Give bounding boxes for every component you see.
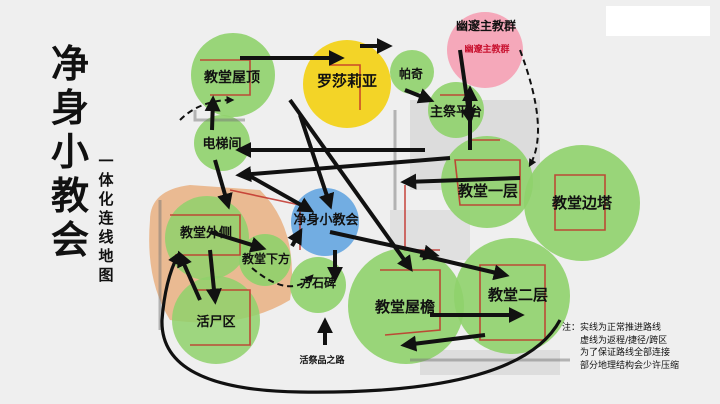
label-eaves: 教堂屋檐	[374, 298, 435, 316]
note-line: 部分地理结构会少许压缩	[580, 360, 680, 371]
label-haunted-sub: 幽邃主教群	[464, 43, 509, 55]
entry-label: 活祭品之路	[299, 354, 345, 366]
area-corpse	[172, 276, 260, 364]
grey-corridors	[158, 110, 570, 362]
label-outside: 教堂外侧	[179, 225, 232, 241]
label-church: 净身小教会	[293, 212, 359, 228]
area-floor2	[454, 238, 570, 354]
note-line: 注：实线为正常推进路线	[562, 323, 662, 333]
label-corpse: 活尸区	[196, 314, 235, 330]
area-circles	[165, 12, 640, 364]
area-eaves	[348, 248, 464, 364]
area-haunted	[447, 12, 523, 88]
area-pacco	[390, 50, 434, 94]
label-rosaria: 罗莎莉亚	[317, 72, 377, 90]
label-floor1: 教堂一层	[457, 182, 518, 200]
label-below: 教堂下方	[241, 251, 290, 266]
blank-panel	[606, 6, 710, 36]
map-subtitle: 一体化连线地图	[98, 152, 114, 284]
label-elevator: 电梯间	[202, 136, 241, 152]
note-line: 虚线为返程/捷径/跨区	[580, 335, 668, 346]
dashed-arrows	[179, 49, 539, 288]
area-tower	[524, 145, 640, 261]
legend-note: 注：实线为正常推进路线 虚线为返程/捷径/跨区 为了保证路线全部连接 部分地理结…	[562, 322, 679, 372]
label-haunted: 幽邃主教群	[456, 18, 516, 33]
label-floor2: 教堂二层	[487, 286, 548, 304]
note-line: 为了保证路线全部连接	[580, 348, 671, 358]
map-title: 净身小教会	[50, 42, 89, 262]
label-altar: 主祭平台	[430, 104, 482, 120]
label-stele: 方石碑	[300, 275, 336, 290]
label-roof: 教堂屋顶	[204, 69, 260, 86]
label-tower: 教堂边塔	[551, 194, 613, 212]
label-pacco: 帕奇	[399, 66, 423, 81]
solid-arrows	[177, 38, 525, 352]
return-curve	[160, 251, 562, 394]
area-rosaria	[303, 40, 391, 128]
